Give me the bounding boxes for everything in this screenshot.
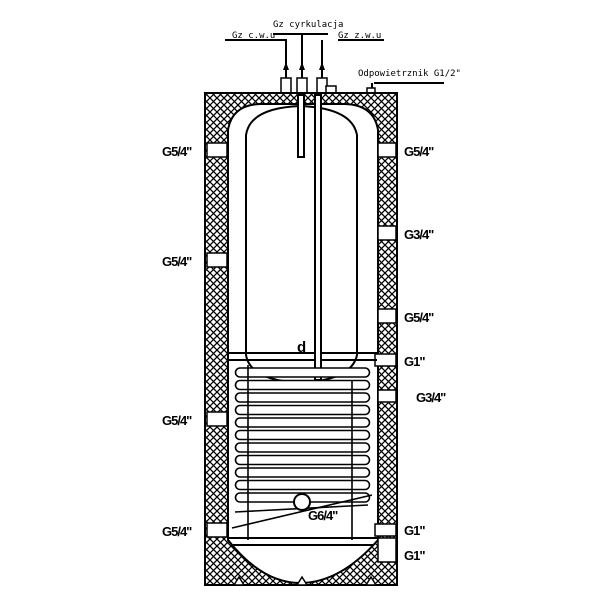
diameter-label: d — [297, 339, 306, 356]
right-port-label: G5/4" — [404, 310, 434, 325]
anode-port-circle — [293, 493, 311, 511]
tank-vessel — [229, 94, 377, 546]
right-port-label: G5/4" — [404, 144, 434, 159]
coil-loop — [234, 442, 371, 453]
coil-loop — [234, 367, 371, 378]
right-port-label: G1" — [404, 548, 425, 563]
coil-loop — [234, 429, 371, 441]
coil-loop — [234, 379, 371, 391]
coil-loop — [234, 479, 371, 491]
coil-loop — [234, 417, 371, 428]
coil-loop — [234, 392, 371, 403]
right-port-label: G3/4" — [404, 227, 434, 242]
label-vent: Odpowietrznik G1/2" — [358, 69, 461, 79]
heating-coil — [234, 367, 371, 503]
left-port-label: G5/4" — [162, 254, 192, 269]
left-port-label: G5/4" — [162, 524, 192, 539]
left-port-label: G5/4" — [162, 413, 192, 428]
port-sockets — [206, 142, 397, 563]
left-port-label: G5/4" — [162, 144, 192, 159]
right-port-label: G3/4" — [416, 390, 446, 405]
label-circulation: Gz cyrkulacja — [273, 20, 343, 30]
right-port-label: G1" — [404, 523, 425, 538]
right-port-label: G1" — [404, 354, 425, 369]
label-cwu: Gz c.w.u — [232, 31, 275, 41]
coil-loop — [234, 404, 371, 416]
anode-port-label: G6/4" — [308, 508, 338, 523]
coil-loop — [234, 467, 371, 478]
label-zwu: Gz z.w.u — [338, 31, 381, 41]
coil-loop — [234, 454, 371, 466]
